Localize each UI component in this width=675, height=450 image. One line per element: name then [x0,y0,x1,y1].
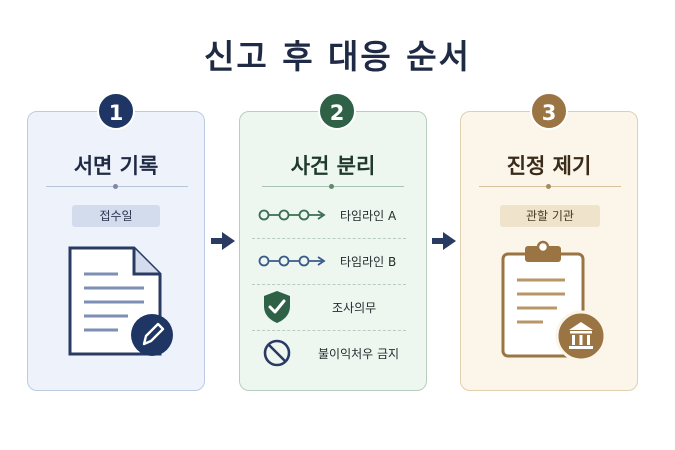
prohibited-icon [263,339,291,367]
step-card-file-complaint: 진정 제기 관할 기관 [460,111,638,391]
timeline-a-label: 타임라인 A [340,209,397,223]
arrow-right-icon [432,232,456,250]
step-card-written-record: 서면 기록 접수일 [27,111,205,391]
timeline-icon [258,255,326,267]
divider [262,184,404,189]
step-number-2: 2 [318,92,356,130]
clipboard-institution-icon [501,240,607,362]
step-number-1: 1 [97,92,135,130]
page-title: 신고 후 대응 순서 [204,37,471,76]
timeline-b-label: 타임라인 B [340,255,397,269]
list-item: 타임라인 A [240,192,426,238]
document-pen-icon [68,246,173,356]
divider [46,184,188,189]
step-title: 사건 분리 [290,154,376,178]
investigation-duty-label: 조사의무 [332,301,377,315]
no-retaliation-label: 불이익처우 금지 [318,347,400,361]
step-title: 서면 기록 [73,154,159,178]
timeline-icon [258,209,326,221]
list-item: 불이익처우 금지 [240,330,426,376]
shield-check-icon [264,291,290,323]
step-title: 진정 제기 [506,154,592,178]
arrow-right-icon [211,232,235,250]
step-number-3: 3 [530,92,568,130]
list-item: 타임라인 B [240,238,426,284]
step-card-case-separation: 사건 분리 타임라인 A 타임라인 B 조사의무 [239,111,427,391]
list-item: 조사의무 [240,284,426,330]
step-tag: 접수일 [72,205,160,227]
divider [479,184,621,189]
step-tag: 관할 기관 [500,205,600,227]
